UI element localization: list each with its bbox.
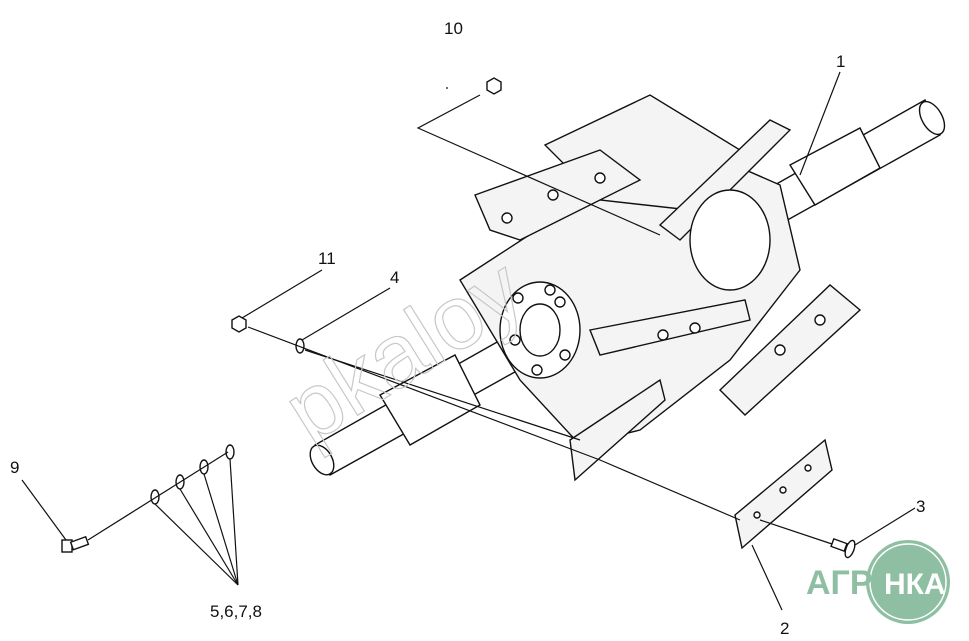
- leader-lines: [21, 71, 916, 611]
- agronka-logo: АГРО НКА: [806, 540, 950, 624]
- knife-part-2: [734, 438, 833, 550]
- knife-hole: [804, 464, 812, 472]
- svg-text:АГРО: АГРО: [806, 564, 899, 602]
- callout-9: 9: [10, 458, 19, 477]
- nut-part-11: [231, 315, 247, 333]
- callout-10: 10: [444, 19, 463, 38]
- nut-part-10: [486, 77, 502, 95]
- bolt-part-9: [61, 535, 90, 553]
- bolt-part-3: [830, 537, 856, 559]
- callout-2: 2: [780, 619, 789, 638]
- callout-5-8: 5,6,7,8: [210, 602, 262, 621]
- callout-11: 11: [318, 249, 336, 268]
- callout-4: 4: [390, 268, 399, 287]
- washer-part-4: [295, 338, 305, 354]
- callout-3: 3: [916, 497, 925, 516]
- callout-1: 1: [836, 52, 845, 71]
- rotor-hub: [459, 94, 862, 482]
- knife-hole: [753, 511, 761, 519]
- knife-hole: [779, 486, 787, 494]
- svg-text:НКА: НКА: [884, 568, 946, 601]
